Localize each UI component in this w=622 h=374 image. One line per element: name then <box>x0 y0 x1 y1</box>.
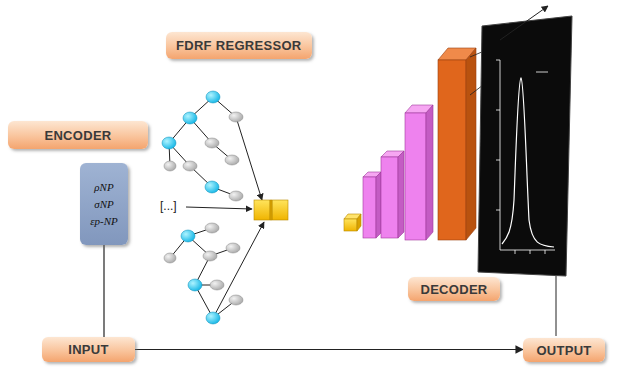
connector <box>103 245 104 337</box>
section-tag: OUTPUT <box>523 338 605 362</box>
ellipsis-label: [...] <box>160 199 177 213</box>
output-plot <box>478 16 572 276</box>
section-tag: DECODER <box>408 277 500 301</box>
section-tag: ENCODER <box>8 121 148 149</box>
decoder-layers <box>344 48 476 240</box>
parameter-symbol: σNP <box>94 196 113 213</box>
box-label: DECODER <box>420 282 487 297</box>
plot-arrows <box>500 6 556 336</box>
box-label: ENCODER <box>44 128 111 143</box>
section-tag: FDRF REGRESSOR <box>166 32 312 59</box>
box-label: INPUT <box>68 342 109 357</box>
parameter-symbol: ρNP <box>94 179 113 196</box>
connector <box>135 349 523 350</box>
parameter-symbol: εp-NP <box>90 213 118 230</box>
box-label: FDRF REGRESSOR <box>176 38 302 53</box>
input-parameters: ρNPσNPεp-NP <box>80 163 128 245</box>
latent-cubes <box>254 200 288 220</box>
tree-outputs <box>186 117 264 318</box>
box-label: OUTPUT <box>536 343 591 358</box>
section-tag: INPUT <box>42 337 135 362</box>
